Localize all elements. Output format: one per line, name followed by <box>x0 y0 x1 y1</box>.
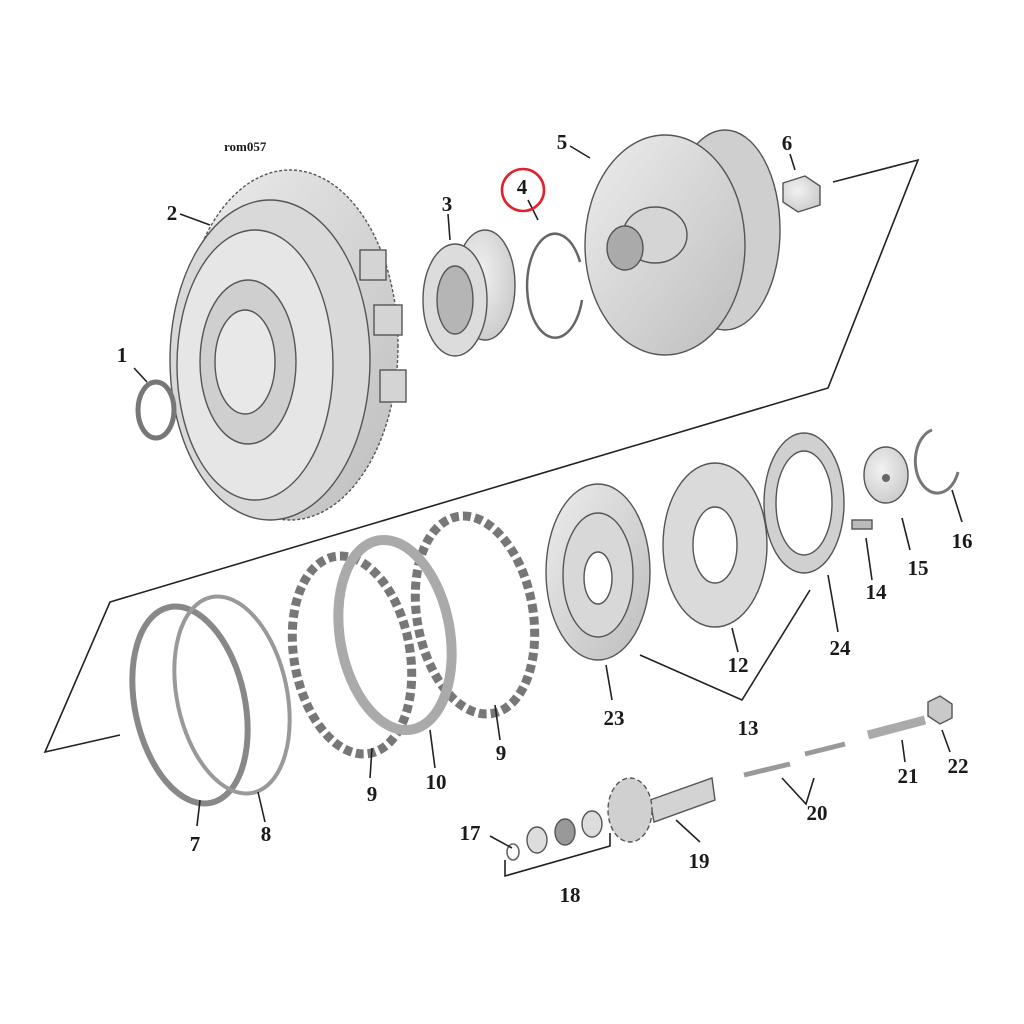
callout-9-left[interactable]: 9 <box>367 782 378 806</box>
callout-17[interactable]: 17 <box>460 821 481 845</box>
callout-13[interactable]: 13 <box>738 716 759 740</box>
push-rod-icon <box>743 741 846 778</box>
callout-14[interactable]: 14 <box>866 580 888 604</box>
bearing-icon <box>422 229 516 357</box>
callout-1[interactable]: 1 <box>117 343 128 367</box>
callout-12[interactable]: 12 <box>728 653 749 677</box>
steel-plate-icon <box>333 534 457 736</box>
friction-plate-icon <box>287 511 540 759</box>
retaining-ring-icon <box>135 379 177 441</box>
adjusting-screw-icon <box>866 715 927 740</box>
callout-6[interactable]: 6 <box>782 131 793 155</box>
clutch-shell-icon <box>169 169 407 521</box>
callout-labels: 1 2 3 4 5 6 7 8 9 10 9 12 13 14 15 16 17… <box>117 130 973 907</box>
bolt-icon <box>851 519 873 530</box>
lock-nut-icon <box>927 695 953 725</box>
assembly-outline-upper <box>43 158 920 754</box>
callout-9-right[interactable]: 9 <box>496 741 507 765</box>
diaphragm-spring-icon <box>662 462 768 628</box>
retaining-ring-icon <box>913 428 960 495</box>
bearing-kit-icon <box>526 810 603 854</box>
callout-3[interactable]: 3 <box>442 192 453 216</box>
callout-24[interactable]: 24 <box>830 636 852 660</box>
leader-lines <box>133 145 963 878</box>
callout-15[interactable]: 15 <box>908 556 929 580</box>
pressure-plate-icon <box>545 483 651 661</box>
reference-code: rom057 <box>224 139 267 154</box>
callout-21[interactable]: 21 <box>898 764 919 788</box>
callout-10[interactable]: 10 <box>426 770 447 794</box>
clutch-hub-icon <box>584 129 781 356</box>
callout-8[interactable]: 8 <box>261 822 272 846</box>
callout-22[interactable]: 22 <box>948 754 969 778</box>
callout-7[interactable]: 7 <box>190 832 201 856</box>
callout-2[interactable]: 2 <box>167 201 178 225</box>
callout-16[interactable]: 16 <box>952 529 973 553</box>
callout-23[interactable]: 23 <box>604 706 625 730</box>
release-gear-icon <box>607 777 716 843</box>
callout-19[interactable]: 19 <box>689 849 710 873</box>
spring-ring-icon <box>129 594 292 807</box>
hub-nut-icon <box>782 175 821 213</box>
spring-seat-icon <box>763 432 845 574</box>
snap-ring-icon <box>525 232 584 339</box>
callout-18[interactable]: 18 <box>560 883 581 907</box>
callout-20[interactable]: 20 <box>807 801 828 825</box>
adjuster-plate-icon <box>863 446 909 504</box>
callout-4[interactable]: 4 <box>517 175 528 199</box>
callout-5[interactable]: 5 <box>557 130 568 154</box>
clip-icon <box>506 843 520 861</box>
highlight-circle <box>500 167 546 213</box>
